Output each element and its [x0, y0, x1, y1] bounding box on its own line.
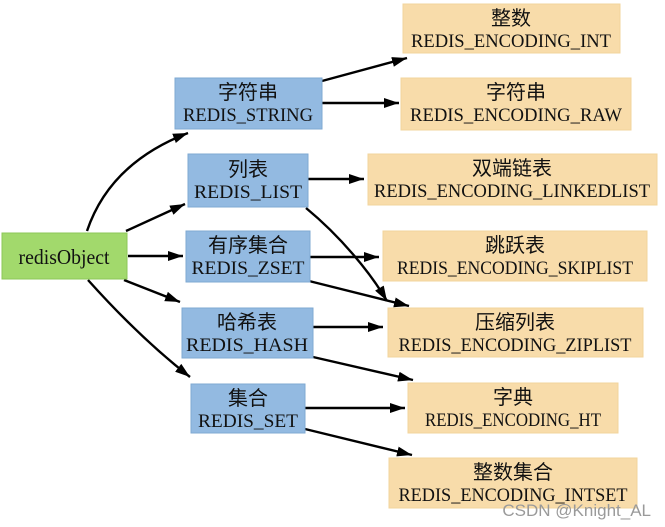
- node-redis-zset: 有序集合 REDIS_ZSET: [185, 230, 311, 283]
- edge-root-string: [85, 131, 189, 232]
- node-redis-list: 列表 REDIS_LIST: [187, 153, 309, 208]
- encoding-ht-box: [407, 382, 619, 434]
- redis-string-label-const: REDIS_STRING: [183, 105, 313, 126]
- encoding-raw-label-const: REDIS_ENCODING_RAW: [410, 105, 622, 126]
- redis-set-label-cn: 集合: [228, 387, 268, 410]
- redis-zset-label-const: REDIS_ZSET: [192, 258, 305, 279]
- redis-string-label-cn: 字符串: [218, 81, 278, 104]
- redis-set-label-const: REDIS_SET: [198, 411, 298, 432]
- encoding-ziplist-box: [387, 307, 644, 358]
- encoding-skiplist-box: [382, 230, 648, 282]
- encoding-skiplist-label-cn: 跳跃表: [485, 234, 545, 257]
- encoding-ziplist-label-cn: 压缩列表: [475, 311, 555, 334]
- redis-set-box: [190, 383, 306, 434]
- node-redis-hash: 哈希表 REDIS_HASH: [181, 307, 314, 359]
- encoding-int-label-cn: 整数: [491, 7, 531, 30]
- node-encoding-linkedlist: 双端链表 REDIS_ENCODING_LINKEDLIST: [367, 153, 658, 206]
- node-encoding-intset: 整数集合 REDIS_ENCODING_INTSET: [388, 457, 638, 509]
- encoding-linkedlist-box: [367, 153, 658, 206]
- redis-list-box: [187, 153, 309, 208]
- encoding-int-label-const: REDIS_ENCODING_INT: [411, 31, 611, 52]
- redisobject-box: [1, 232, 128, 280]
- encoding-intset-label-const: REDIS_ENCODING_INTSET: [399, 485, 628, 506]
- node-encoding-ziplist: 压缩列表 REDIS_ENCODING_ZIPLIST: [387, 307, 644, 358]
- edge-root-list: [125, 202, 186, 233]
- encoding-raw-label-cn: 字符串: [486, 81, 546, 104]
- redis-list-label-cn: 列表: [228, 158, 268, 181]
- edge-string-int: [321, 56, 408, 83]
- encoding-ht-label-cn: 字典: [493, 386, 533, 409]
- node-encoding-raw: 字符串 REDIS_ENCODING_RAW: [400, 77, 632, 131]
- node-encoding-int: 整数 REDIS_ENCODING_INT: [402, 3, 621, 54]
- edge-root-hash: [123, 278, 181, 304]
- redis-hash-box: [181, 307, 314, 359]
- encoding-linkedlist-label-cn: 双端链表: [472, 157, 552, 180]
- edge-list-ziplist: [305, 207, 389, 302]
- edge-zset-ziplist: [308, 279, 410, 308]
- edges-layer: [85, 56, 414, 457]
- encoding-int-box: [402, 3, 621, 54]
- node-encoding-skiplist: 跳跃表 REDIS_ENCODING_SKIPLIST: [382, 230, 648, 282]
- encoding-ziplist-label-const: REDIS_ENCODING_ZIPLIST: [399, 335, 632, 356]
- redisobject-label: redisObject: [19, 245, 110, 269]
- edge-hash-ht: [312, 355, 414, 382]
- watermark: CSDN @Knight_AL: [502, 501, 651, 520]
- node-encoding-ht: 字典 REDIS_ENCODING_HT: [407, 382, 619, 434]
- encoding-skiplist-label-const: REDIS_ENCODING_SKIPLIST: [397, 258, 633, 279]
- edge-set-intset: [304, 427, 413, 457]
- edge-root-set: [87, 279, 191, 378]
- node-redis-set: 集合 REDIS_SET: [190, 383, 306, 434]
- redis-zset-box: [185, 230, 311, 283]
- encoding-raw-box: [400, 77, 632, 131]
- redis-list-label-const: REDIS_LIST: [194, 182, 302, 203]
- redis-string-box: [174, 77, 323, 130]
- redis-zset-label-cn: 有序集合: [208, 234, 288, 257]
- redis-hash-label-cn: 哈希表: [217, 311, 277, 334]
- redis-hash-label-const: REDIS_HASH: [186, 335, 308, 356]
- encoding-linkedlist-label-const: REDIS_ENCODING_LINKEDLIST: [374, 181, 650, 202]
- encoding-ht-label-const: REDIS_ENCODING_HT: [425, 410, 601, 431]
- node-redisobject: redisObject: [1, 232, 128, 280]
- node-redis-string: 字符串 REDIS_STRING: [174, 77, 323, 130]
- encoding-intset-box: [388, 457, 638, 509]
- encoding-intset-label-cn: 整数集合: [473, 461, 553, 484]
